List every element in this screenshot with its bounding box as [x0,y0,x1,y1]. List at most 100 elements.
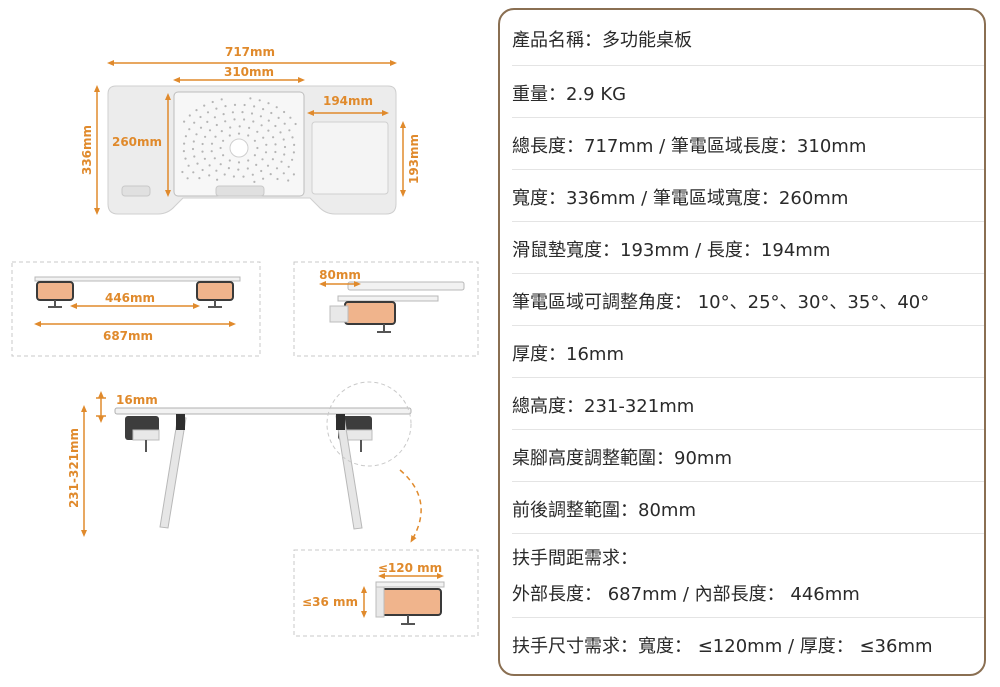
dimension-lines-side [81,391,106,537]
vent-hole [274,143,277,146]
vent-hole [184,135,187,138]
detail-callout-circle [326,381,412,467]
vent-hole [241,111,244,114]
vent-hole [191,147,195,151]
vent-hole [208,129,212,132]
vent-hole [206,111,210,114]
vent-hole [237,161,241,164]
vent-hole [182,150,185,153]
vent-hole [267,119,270,122]
vent-hole [251,173,254,176]
spec-row: 扶手尺寸需求：寬度： ≤120mm / 厚度： ≤36mm [512,618,984,674]
spec-row: 重量：2.9 KG [512,66,984,118]
vent-hole [223,173,226,176]
side-view-drawing [114,407,412,530]
spec-row: 扶手間距需求： 外部長度： 687mm / 內部長度： 446mm [512,534,984,618]
vent-hole [261,158,264,161]
vent-hole [258,99,261,102]
front-view-drawing [34,276,241,308]
vent-hole [243,103,246,107]
vent-hole [201,142,204,146]
vent-hole [192,140,195,143]
spec-row: 總長度：717mm / 筆電區域長度：310mm [512,118,984,170]
vent-hole [187,164,190,167]
vent-hole [252,120,255,123]
vent-hole [248,126,251,129]
dim-clamp-inner: 446mm [105,291,155,305]
vent-hole [219,163,222,166]
vent-hole [265,143,268,146]
vent-hole [233,103,237,106]
vent-hole [294,122,297,126]
vent-hole [283,110,286,114]
vent-hole [260,169,263,173]
dim-slide: 80mm [319,268,361,282]
vent-hole [183,142,186,145]
vent-hole [232,175,235,178]
product-dimension-diagram: 717mm 310mm 194mm 260mm 336mm 193mm 446m… [11,45,479,637]
vent-hole [195,109,198,112]
vent-hole [196,162,199,165]
vent-hole [249,97,252,100]
spec-row: 總高度：231-321mm [512,378,984,430]
dimension-lines-top [94,60,406,215]
vent-hole [291,136,294,139]
vent-hole [243,118,246,121]
dim-armrest-width: ≤120 mm [378,561,442,575]
vent-hole [288,129,291,132]
vent-hole [280,160,283,163]
vent-hole [220,98,223,101]
vent-hole [206,120,209,123]
vent-hole [222,139,225,142]
vent-hole [195,133,198,136]
spec-text: 重量：2.9 KG [512,84,627,105]
vent-hole [291,158,294,161]
vent-hole [193,155,196,158]
vent-hole [267,102,270,105]
vent-hole [253,139,256,142]
spec-text: 外部長度： 687mm / 內部長度： 446mm [512,584,860,605]
vent-hole [192,171,195,174]
spec-row: 前後調整範圍：80mm [512,482,984,534]
vent-hole [276,177,279,181]
dim-total-length: 717mm [225,45,275,59]
vent-hole [204,135,207,138]
spec-text: 總長度：717mm / 筆電區域長度：310mm [512,136,867,157]
vent-hole [188,114,191,117]
vent-hole [183,120,186,123]
vent-hole [272,136,275,139]
vent-hole [211,100,214,104]
vent-hole [267,129,270,132]
dim-depth: 336mm [80,125,94,175]
vent-hole [289,116,292,119]
vent-hole [247,159,250,162]
vent-hole [229,126,232,129]
vent-hole [237,132,241,135]
vent-hole [215,107,218,110]
dim-mouse-length: 194mm [323,94,373,108]
vent-hole [293,143,296,146]
vent-hole [256,130,259,133]
vent-hole [279,131,282,134]
vent-hole [255,163,258,166]
armrest-view-frame [293,549,479,637]
vent-hole [283,153,286,156]
front-view-frame [11,261,261,357]
dim-mouse-depth: 193mm [407,134,421,184]
vent-hole [231,111,234,114]
dim-height: 231-321mm [67,428,81,508]
vent-hole [228,159,231,162]
spec-row: 滑鼠墊寬度：193mm / 長度：194mm [512,222,984,274]
vent-hole [227,167,230,170]
dim-armrest-thickness: ≤36 mm [302,595,358,609]
vent-hole [292,151,295,154]
vent-hole [199,115,202,119]
vent-hole [181,170,184,174]
vent-hole [228,134,231,137]
vent-hole [283,122,286,125]
laptop-vent-pattern [181,97,297,183]
vent-hole [264,151,268,154]
spec-text: 產品名稱：多功能桌板 [512,30,692,51]
spec-text: 前後調整範圍：80mm [512,500,696,521]
vent-hole [275,106,278,109]
